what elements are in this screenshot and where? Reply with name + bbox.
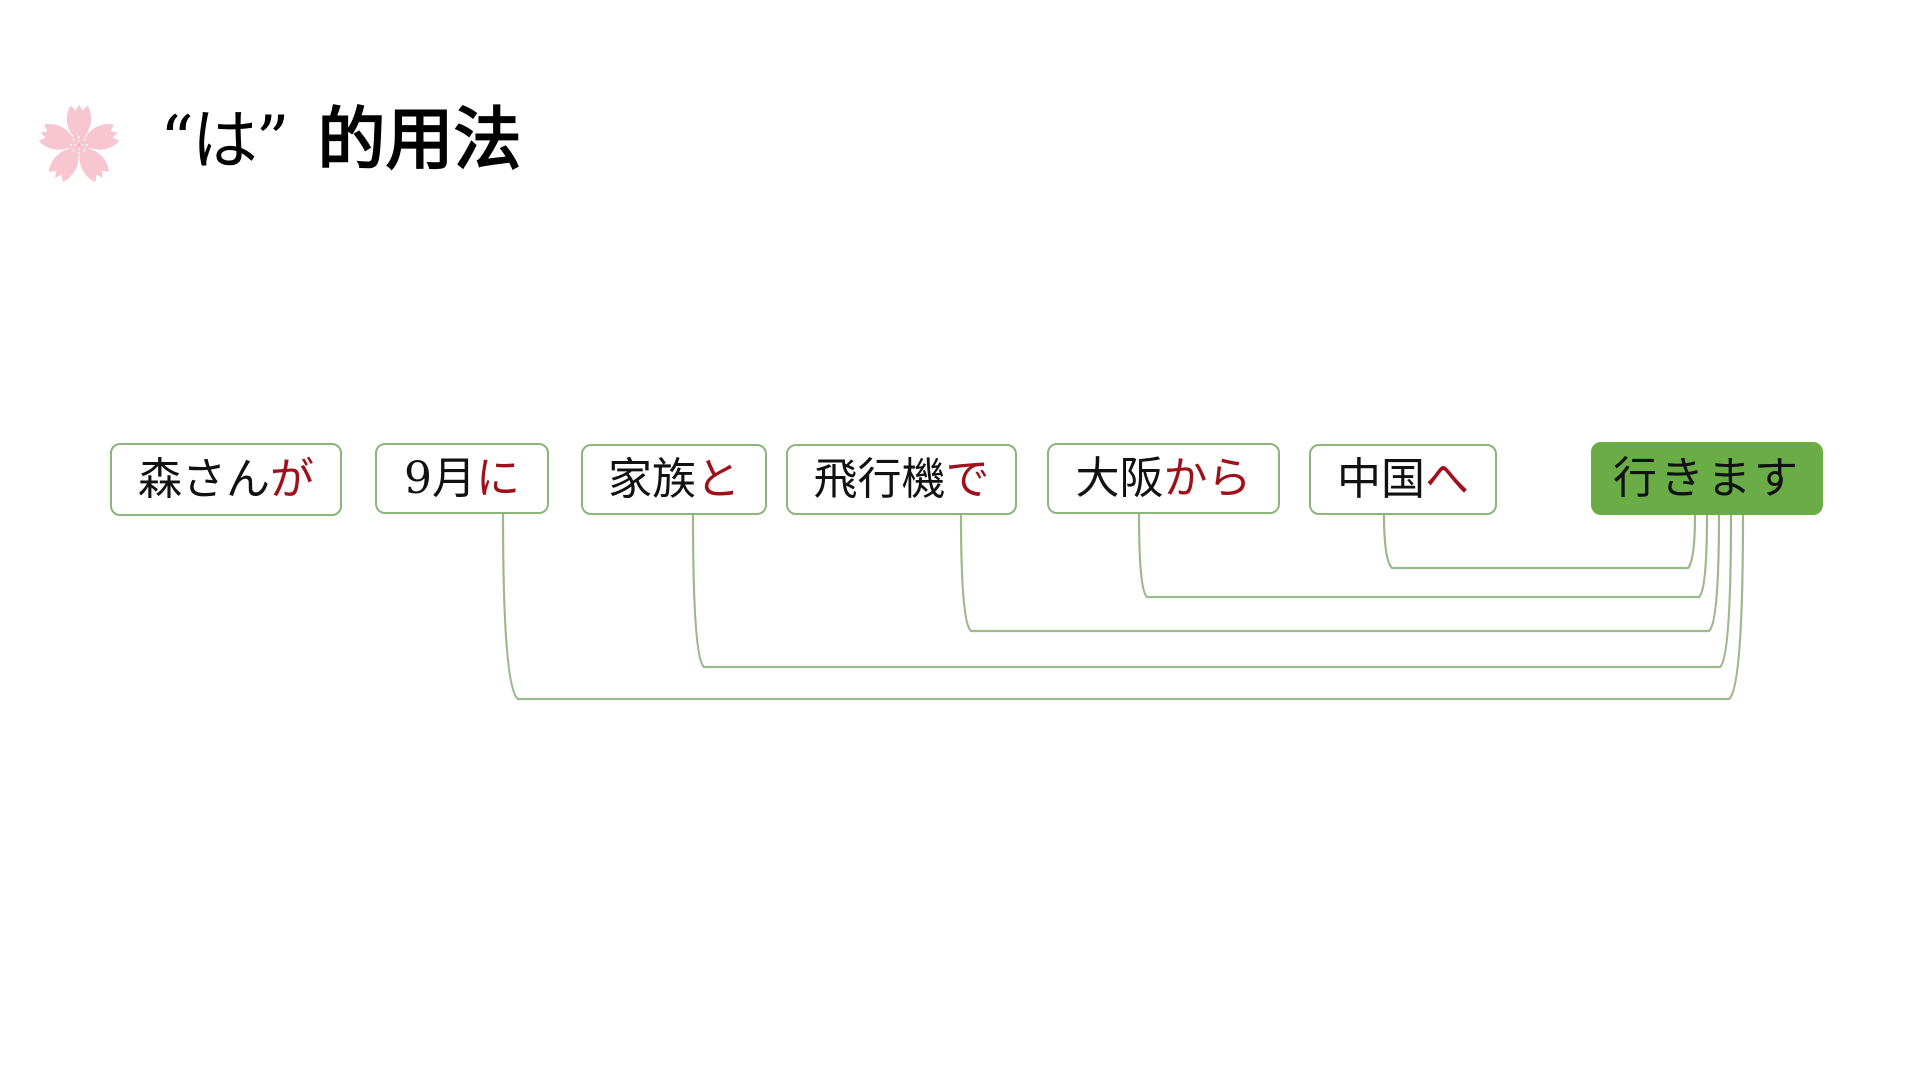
phrase-particle: から	[1163, 452, 1252, 504]
phrase-particle: へ	[1425, 453, 1469, 505]
verb-box-ikimasu: 行きます	[1591, 442, 1823, 515]
connector-kazoku-to	[691, 512, 1733, 669]
phrase-box-hikouki-de: 飛行機で	[786, 444, 1017, 515]
connector-hikouki-de	[959, 512, 1721, 633]
slide-title: “は” 的用法	[160, 96, 522, 186]
title-quoted-particle: “は”	[160, 102, 289, 179]
connector-chugoku-e	[1382, 512, 1697, 570]
phrase-word: 森さん	[138, 453, 270, 505]
phrase-word: 大阪	[1075, 452, 1164, 504]
phrase-particle: に	[476, 452, 520, 504]
phrase-word: 飛行機	[813, 453, 946, 505]
phrase-box-mori-san-ga: 森さんが	[110, 443, 342, 516]
phrase-box-kugatsu-ni: 9月に	[375, 443, 549, 514]
phrase-particle: が	[270, 453, 314, 505]
verb-text: 行きます	[1613, 452, 1801, 504]
phrase-particle: と	[696, 453, 740, 505]
phrase-word: 中国	[1337, 453, 1425, 505]
phrase-box-chugoku-e: 中国へ	[1309, 444, 1497, 515]
title-main: 的用法	[317, 101, 522, 180]
cherry-blossom-icon	[36, 104, 122, 185]
phrase-particle: で	[945, 453, 990, 505]
phrase-word: 家族	[608, 453, 696, 505]
phrase-word: 9月	[404, 452, 476, 504]
connector-osaka-kara	[1137, 512, 1709, 599]
connector-kugatsu-ni	[501, 511, 1745, 701]
phrase-box-kazoku-to: 家族と	[581, 444, 767, 515]
phrase-box-osaka-kara: 大阪から	[1047, 443, 1280, 514]
